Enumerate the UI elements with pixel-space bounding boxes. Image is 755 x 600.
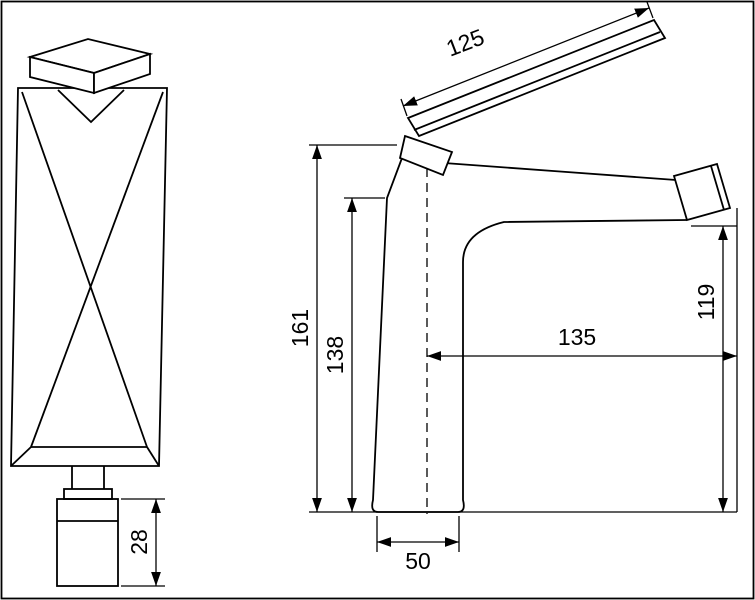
dim-label-handle-length: 125 <box>443 24 488 62</box>
handle-front <box>26 38 154 95</box>
side-view: 125 161 138 135 119 <box>287 1 738 574</box>
dimension-overall-height: 161 <box>287 144 397 512</box>
dim-label-spout-reach: 135 <box>558 324 596 350</box>
neck-facet-line <box>57 89 125 124</box>
front-view: 28 <box>10 38 168 587</box>
dimension-aerator-height: 28 <box>121 498 165 587</box>
aerator-side <box>672 162 732 222</box>
facet-line <box>30 91 164 448</box>
bevel-line <box>146 446 160 467</box>
dim-label-overall-height: 161 <box>287 309 313 347</box>
faucet-body-side <box>371 157 688 513</box>
bevel-line <box>10 446 32 467</box>
extension-line <box>646 1 654 19</box>
dimension-spout-reach: 135 <box>427 208 738 512</box>
handle-right-face <box>93 52 151 95</box>
aerator-cylinder <box>56 498 119 587</box>
faucet-body-front <box>10 87 168 467</box>
dimension-base-depth: 50 <box>376 516 460 574</box>
dim-label-aerator-height: 28 <box>126 529 152 555</box>
facet-line <box>21 91 148 448</box>
dim-label-body-height: 138 <box>322 336 348 374</box>
aerator-front <box>56 466 119 587</box>
dimension-handle-length: 125 <box>400 1 654 117</box>
extension-line <box>400 98 408 117</box>
body-profile <box>371 157 688 513</box>
aerator-body <box>672 162 732 222</box>
dimension-line <box>402 7 650 107</box>
dim-label-base-depth: 50 <box>405 548 431 574</box>
dimension-body-height: 138 <box>322 197 385 512</box>
dim-label-outlet-height: 119 <box>693 284 719 321</box>
spout-top-line <box>443 162 677 181</box>
lever-handle-side <box>398 18 667 177</box>
aerator-flange <box>63 488 113 500</box>
dimension-outlet-height: 119 <box>691 225 737 512</box>
lever-neck <box>398 134 454 177</box>
aerator-edge-line <box>710 165 725 211</box>
